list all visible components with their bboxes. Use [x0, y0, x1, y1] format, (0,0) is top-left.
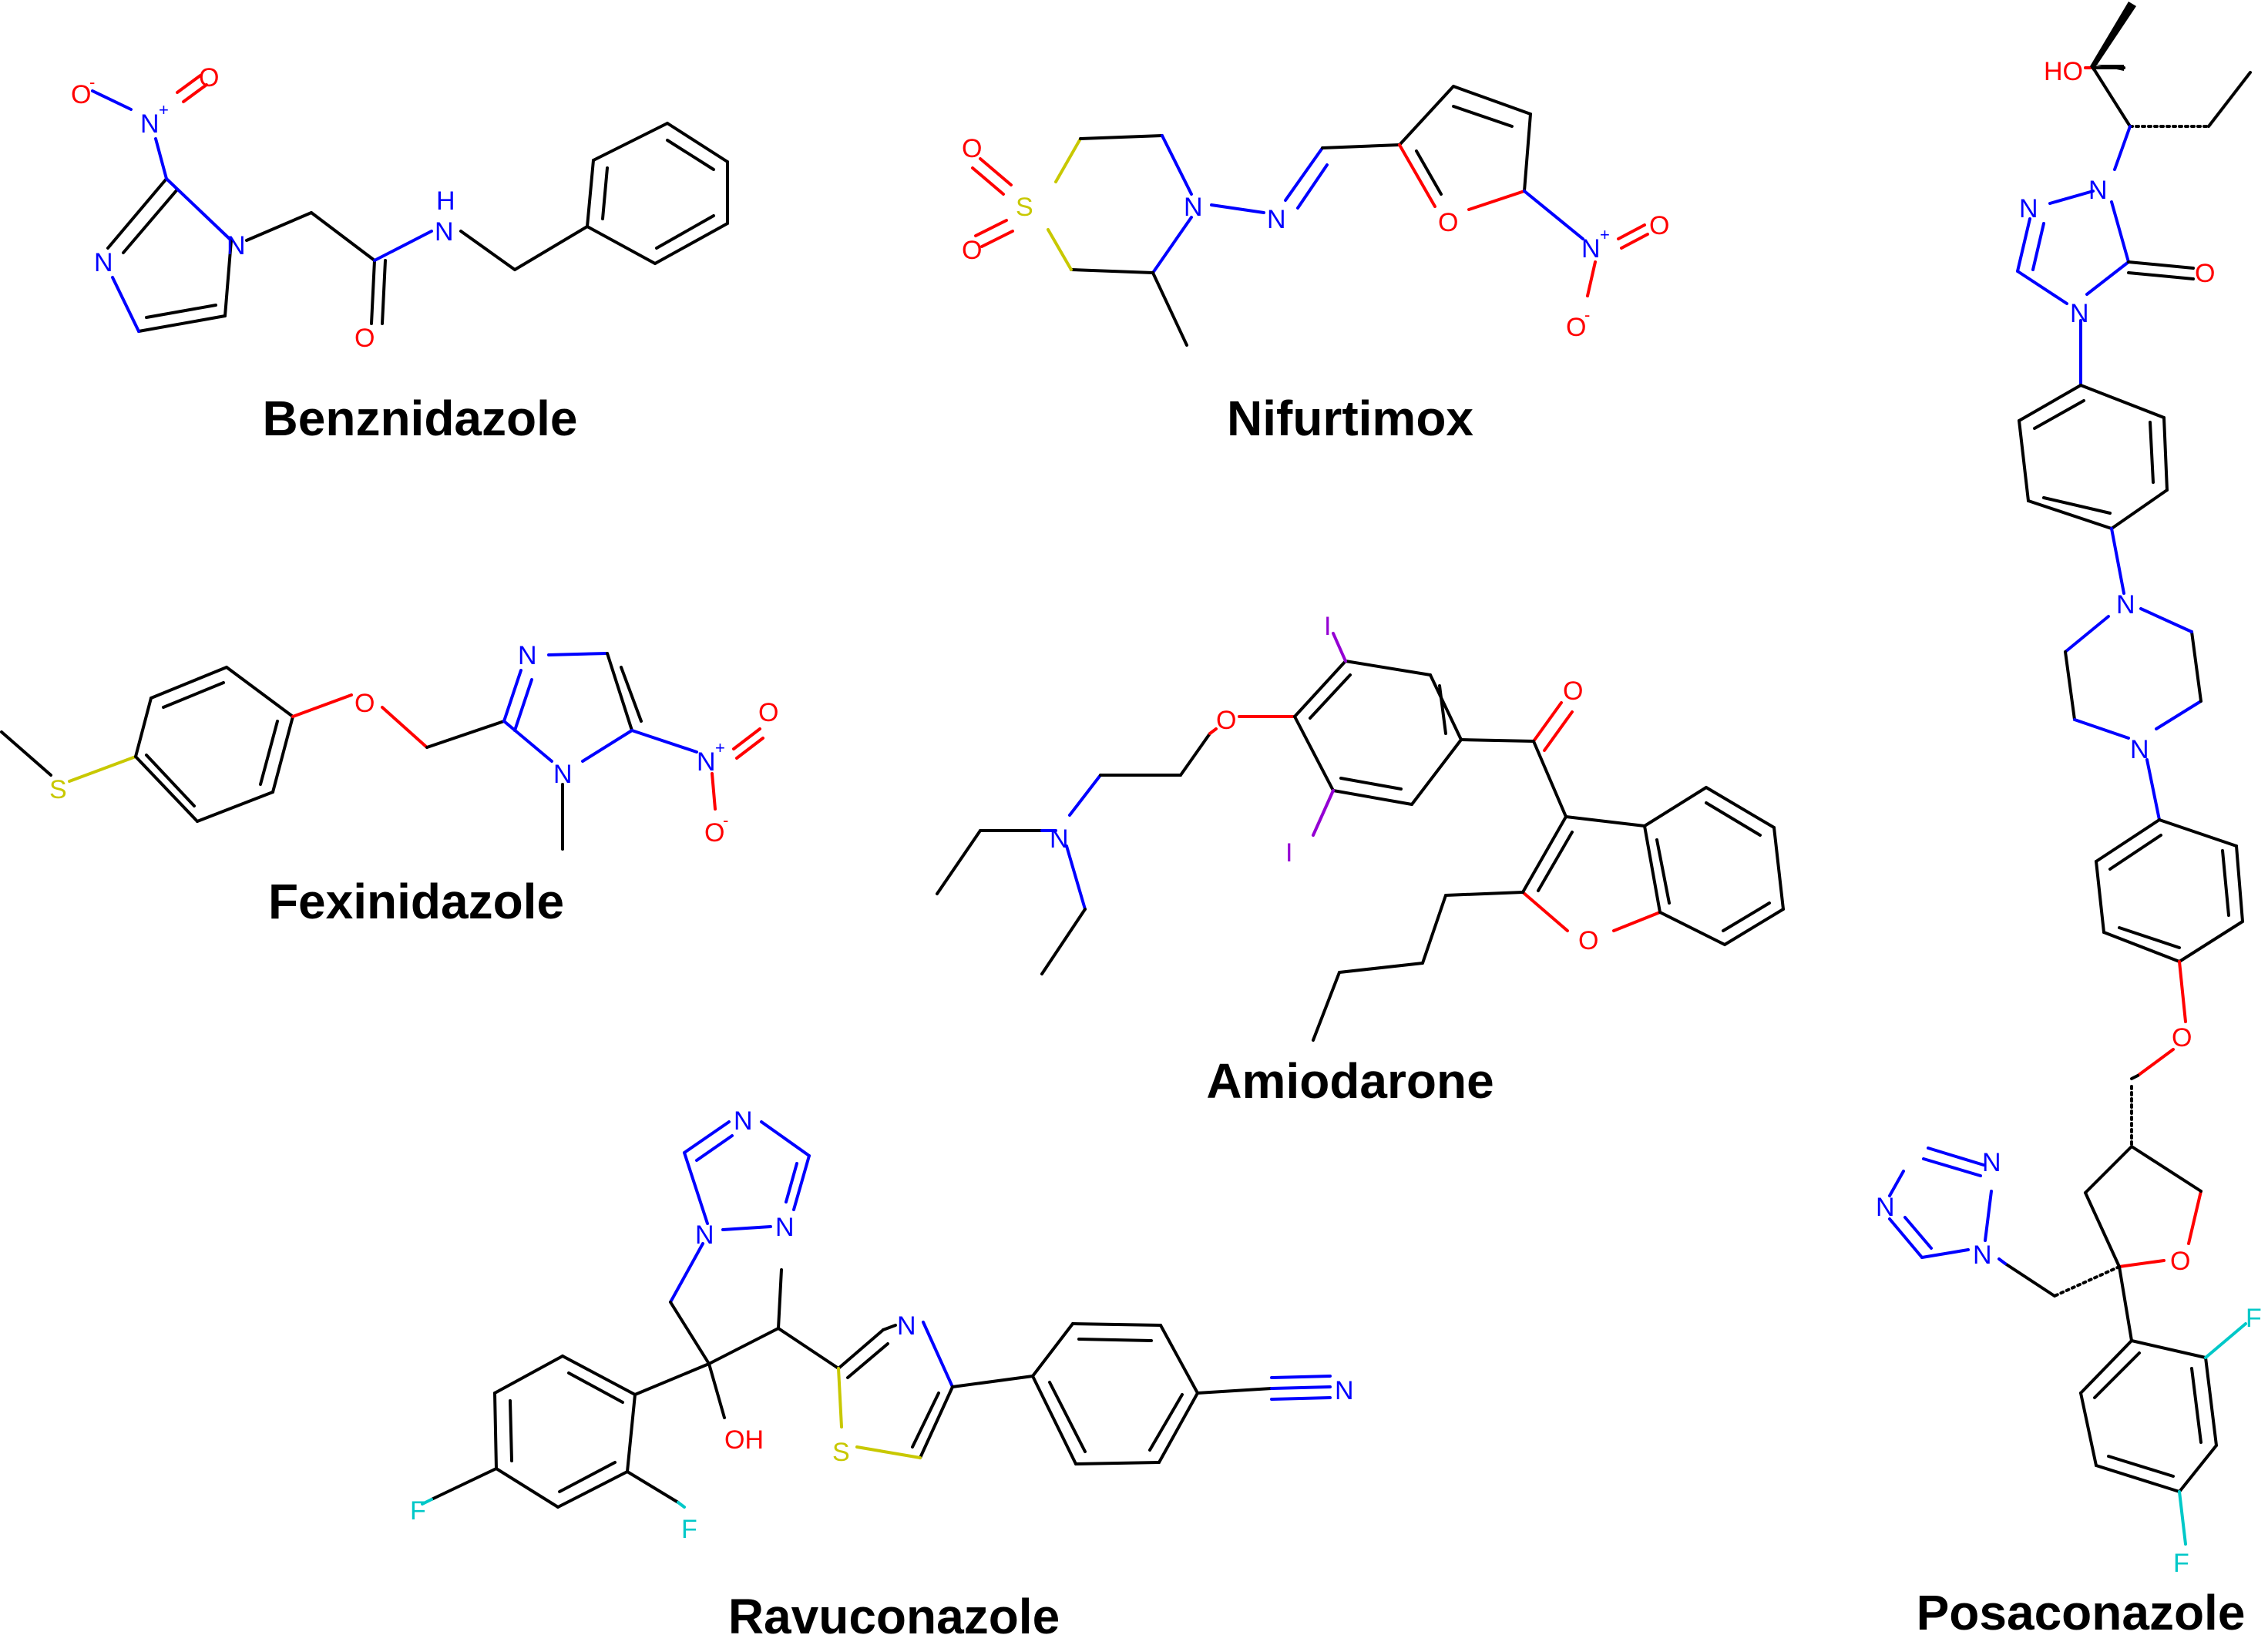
svg-text:+: + — [159, 100, 169, 119]
ravuconazole-structure: N N N OH N S F F N — [410, 1106, 1354, 1544]
compound-name-nifurtimox: Nifurtimox — [1227, 391, 1473, 446]
svg-text:N: N — [1581, 234, 1601, 264]
svg-text:I: I — [1324, 612, 1331, 641]
svg-text:N: N — [2130, 735, 2149, 764]
svg-text:O: O — [704, 818, 724, 848]
compound-name-fexinidazole: Fexinidazole — [268, 874, 564, 929]
svg-text:N: N — [897, 1311, 916, 1341]
nifurtimox-structure: O S O N N O N + O O - — [962, 85, 1669, 347]
svg-text:-: - — [1584, 305, 1590, 324]
svg-text:N: N — [518, 641, 537, 670]
svg-text:O: O — [1566, 313, 1586, 342]
svg-text:N: N — [435, 217, 454, 247]
svg-text:O: O — [1438, 208, 1458, 237]
svg-text:O: O — [2172, 1023, 2192, 1052]
compound-name-ravuconazole: Ravuconazole — [728, 1589, 1060, 1641]
svg-text:OH: OH — [724, 1425, 764, 1455]
svg-text:N: N — [140, 109, 160, 139]
svg-text:N: N — [775, 1213, 795, 1242]
svg-text:N: N — [553, 760, 573, 789]
svg-text:N: N — [1184, 193, 1203, 222]
svg-text:N: N — [1267, 205, 1286, 234]
svg-text:O: O — [758, 698, 778, 727]
fexinidazole-structure: S O N N N + O O - — [0, 641, 778, 851]
svg-text:N: N — [94, 248, 113, 277]
svg-text:N: N — [227, 231, 246, 260]
svg-text:+: + — [715, 738, 725, 757]
svg-text:N: N — [1973, 1240, 1992, 1270]
svg-text:N: N — [695, 1220, 714, 1250]
svg-text:+: + — [1600, 225, 1610, 244]
svg-text:O: O — [2170, 1247, 2190, 1276]
svg-text:S: S — [832, 1438, 850, 1467]
compound-name-amiodarone: Amiodarone — [1206, 1053, 1494, 1109]
svg-text:N: N — [734, 1106, 753, 1136]
svg-text:F: F — [2173, 1549, 2189, 1578]
svg-text:O: O — [354, 689, 375, 718]
svg-text:-: - — [723, 811, 728, 830]
compound-name-benznidazole: Benznidazole — [263, 391, 578, 446]
svg-text:O: O — [962, 236, 982, 265]
posaconazole-structure: HO N N N O N N O O N N N F F — [1876, 2, 2262, 1578]
svg-text:N: N — [2070, 299, 2089, 328]
svg-text:O: O — [1649, 211, 1669, 240]
svg-text:O: O — [71, 80, 91, 109]
svg-text:N: N — [1335, 1376, 1354, 1405]
svg-text:O: O — [962, 134, 982, 163]
svg-text:O: O — [1563, 676, 1583, 706]
svg-text:O: O — [199, 63, 219, 92]
svg-text:N: N — [1982, 1148, 2001, 1177]
svg-text:F: F — [681, 1515, 697, 1544]
svg-text:O: O — [2195, 259, 2215, 288]
svg-text:O: O — [1216, 706, 1236, 735]
svg-text:F: F — [410, 1496, 426, 1526]
svg-text:N: N — [2019, 194, 2038, 223]
svg-text:N: N — [697, 747, 716, 777]
svg-text:HO: HO — [2044, 57, 2083, 86]
svg-text:O: O — [354, 324, 375, 353]
benznidazole-structure: O - N + O N N O N H — [71, 63, 729, 353]
svg-text:S: S — [49, 775, 67, 804]
svg-text:O: O — [1578, 926, 1598, 955]
svg-text:H: H — [436, 186, 455, 216]
svg-text:N: N — [1050, 824, 1069, 854]
svg-text:-: - — [89, 72, 95, 92]
compound-name-posaconazole: Posaconazole — [1917, 1585, 2246, 1640]
svg-text:I: I — [1285, 838, 1292, 868]
svg-text:S: S — [1016, 193, 1033, 222]
svg-text:F: F — [2246, 1304, 2262, 1333]
svg-text:N: N — [1876, 1193, 1895, 1222]
svg-text:N: N — [2116, 590, 2135, 619]
amiodarone-structure: I O O N I O — [936, 612, 1785, 1042]
svg-text:N: N — [2088, 176, 2108, 205]
